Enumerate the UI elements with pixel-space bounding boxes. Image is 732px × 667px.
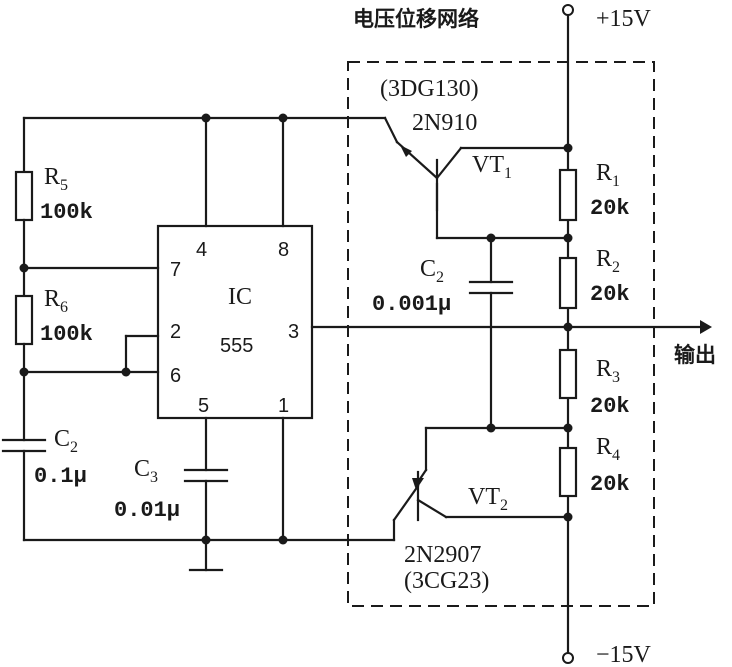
vt2-ref: VT2 <box>468 484 508 514</box>
vt1-part: 2N910 <box>412 110 477 136</box>
capacitor-c2-left <box>1 438 47 453</box>
pin-1-label: 1 <box>278 395 289 417</box>
ic-part: 555 <box>220 335 253 357</box>
r2-ref: R2 <box>596 246 620 276</box>
transistor-vt1 <box>395 140 570 240</box>
pin-5-label: 5 <box>198 395 209 417</box>
pin-7-label: 7 <box>170 259 181 281</box>
capacitor-c2-right <box>468 236 514 430</box>
c2-left-ref: C2 <box>54 426 78 456</box>
r4-ref: R4 <box>596 434 620 464</box>
r1-ref: R1 <box>596 160 620 190</box>
resistor-r6 <box>14 294 34 346</box>
c3-ref: C3 <box>134 456 158 486</box>
ic-555-body <box>156 224 314 420</box>
c3-value: 0.01μ <box>114 498 180 523</box>
output-label: 输出 <box>674 343 716 367</box>
r1-value: 20k <box>590 196 630 221</box>
resistor-r1 <box>558 168 578 222</box>
pin-2-label: 2 <box>170 321 181 343</box>
negative-supply-label: −15V <box>596 642 652 667</box>
r6-ref: R6 <box>44 286 68 316</box>
ic-name: IC <box>228 284 252 310</box>
junction-dots <box>19 113 573 545</box>
c2-left-value: 0.1μ <box>34 464 87 489</box>
resistor-r2 <box>558 256 578 310</box>
resistor-r4 <box>558 446 578 498</box>
r3-ref: R3 <box>596 356 620 386</box>
pin-3-label: 3 <box>288 321 299 343</box>
positive-rail <box>562 4 574 150</box>
c2-right-value: 0.001μ <box>372 292 451 317</box>
positive-supply-terminal <box>562 4 574 16</box>
vt2-part-alt: (3CG23) <box>404 568 489 594</box>
vt1-ref: VT1 <box>472 152 512 182</box>
resistor-r3 <box>558 348 578 400</box>
negative-supply-terminal <box>562 652 574 664</box>
r5-ref: R5 <box>44 164 68 194</box>
pin-4-label: 4 <box>196 239 207 261</box>
r2-value: 20k <box>590 282 630 307</box>
pin-6-label: 6 <box>170 365 181 387</box>
vt2-part: 2N2907 <box>404 542 481 568</box>
capacitor-c3 <box>183 468 229 483</box>
r4-value: 20k <box>590 472 630 497</box>
c2-right-ref: C2 <box>420 256 444 286</box>
transistor-vt2 <box>392 426 570 542</box>
r6-value: 100k <box>40 322 93 347</box>
r5-value: 100k <box>40 200 93 225</box>
output-arrow <box>700 320 712 334</box>
r3-value: 20k <box>590 394 630 419</box>
resistor-r5 <box>14 170 34 222</box>
positive-supply-label: +15V <box>596 6 652 32</box>
vt2-emitter-arrow <box>412 478 424 490</box>
pin-8-label: 8 <box>278 239 289 261</box>
network-title: 电压位移网络 <box>353 7 479 31</box>
vt1-part-alt: (3DG130) <box>380 76 479 102</box>
vt1-emitter-arrow <box>400 145 412 157</box>
shift-network-box <box>347 61 655 607</box>
